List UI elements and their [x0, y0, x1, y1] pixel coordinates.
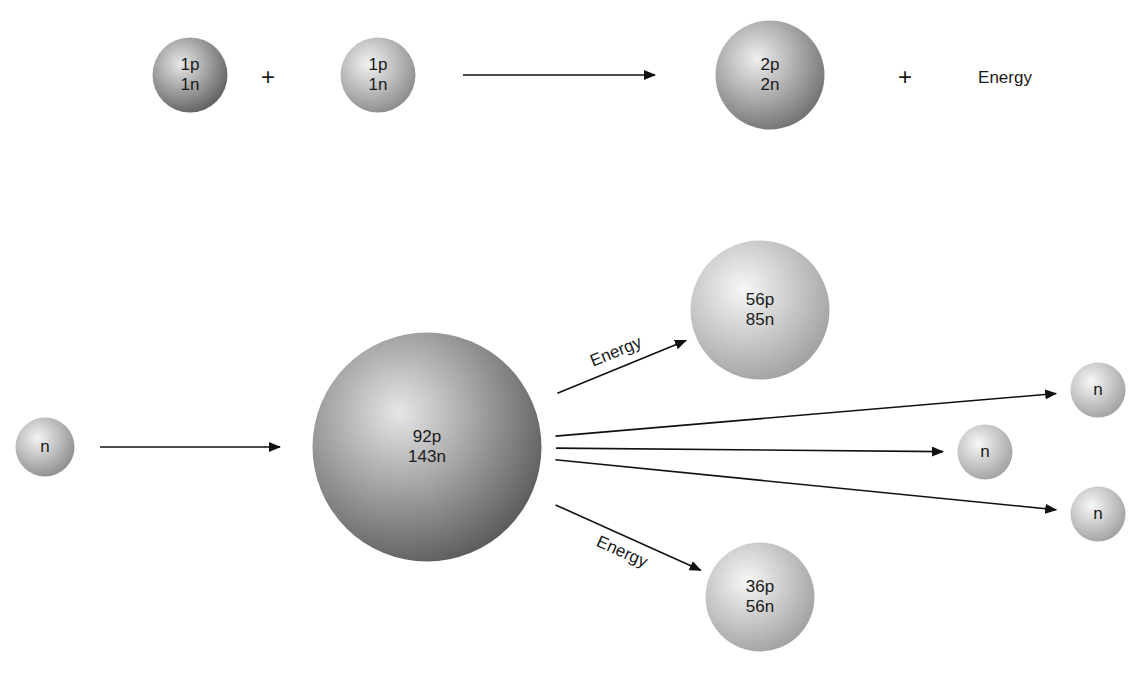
energy-label: Energy	[593, 532, 650, 572]
reaction-arrow	[463, 74, 655, 76]
nucleus-circle: 92p143n	[312, 332, 542, 562]
nucleus-circle: n	[1070, 486, 1126, 542]
particle-count: 56n	[746, 597, 774, 617]
reaction-arrow	[556, 448, 943, 451]
nucleus-circle: 56p85n	[690, 240, 830, 380]
nucleus-circle: n	[957, 424, 1013, 480]
nucleus-circle: 1p1n	[340, 37, 416, 113]
nucleus-circle: n	[15, 417, 75, 477]
reaction-arrow	[100, 446, 280, 448]
nucleus-circle: 2p2n	[715, 20, 825, 130]
nucleus-circle: 1p1n	[152, 37, 228, 113]
nucleus-circle: 36p56n	[705, 542, 815, 652]
energy-label: Energy	[587, 333, 644, 372]
particle-count: 92p	[413, 427, 441, 447]
particle-count: n	[1093, 380, 1102, 400]
particle-count: 85n	[746, 310, 774, 330]
energy-label: Energy	[978, 68, 1032, 88]
particle-count: 1n	[181, 75, 200, 95]
particle-count: n	[1093, 504, 1102, 524]
particle-count: 1n	[369, 75, 388, 95]
particle-count: 36p	[746, 577, 774, 597]
plus-sign: +	[898, 63, 912, 91]
particle-count: 1p	[181, 55, 200, 75]
particle-count: n	[40, 437, 49, 457]
particle-count: 1p	[369, 55, 388, 75]
particle-count: n	[980, 442, 989, 462]
particle-count: 2p	[761, 55, 780, 75]
particle-count: 2n	[761, 75, 780, 95]
particle-count: 56p	[746, 290, 774, 310]
particle-count: 143n	[408, 447, 446, 467]
plus-sign: +	[261, 63, 275, 91]
nucleus-circle: n	[1070, 362, 1126, 418]
